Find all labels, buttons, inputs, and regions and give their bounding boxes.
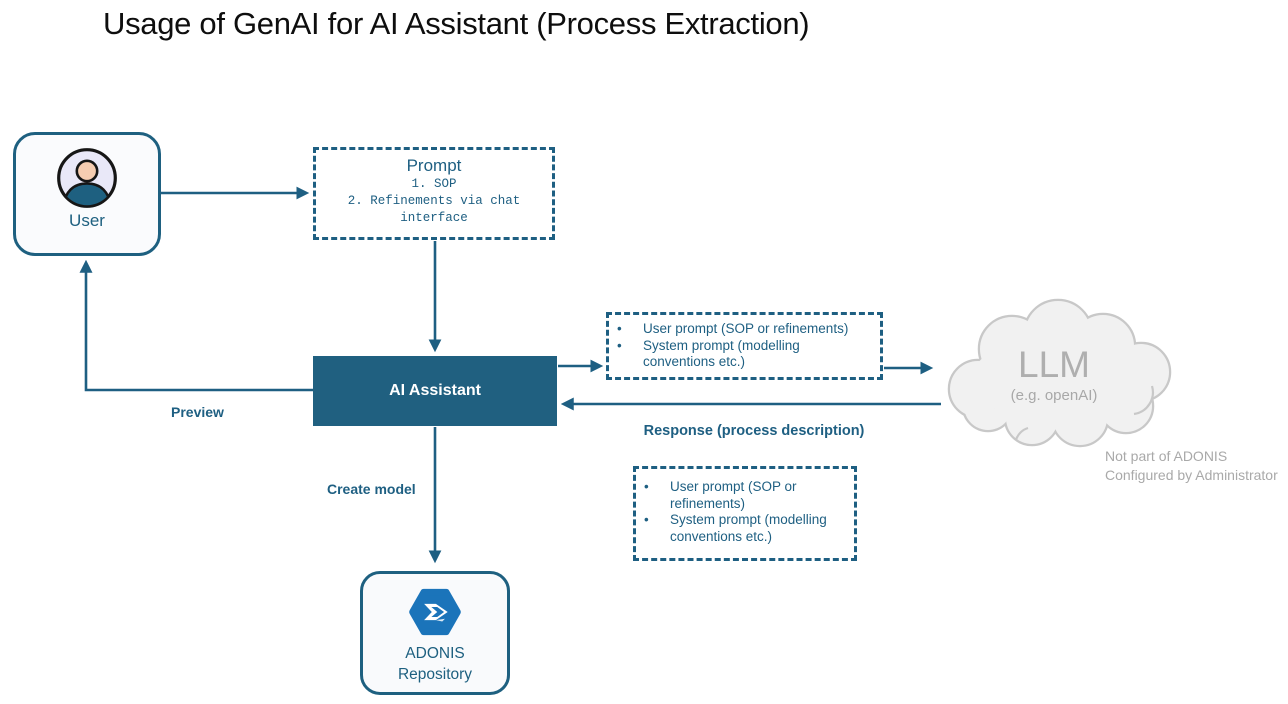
- llm-sublabel: (e.g. openAI): [1011, 387, 1098, 404]
- create-model-edge-label: Create model: [327, 481, 416, 497]
- llm-note-line-2: Configured by Administrator: [1105, 466, 1278, 483]
- request-bullet-2: System prompt (modelling conventions etc…: [643, 337, 800, 370]
- adonis-label-line-1: ADONIS: [405, 645, 465, 662]
- bullet-dot: •: [617, 337, 622, 353]
- response-edge-label: Response (process description): [643, 423, 865, 439]
- prompt-box: Prompt 1. SOP 2. Refinements via chat in…: [313, 147, 555, 240]
- llm-cloud-shape: LLM (e.g. openAI): [947, 298, 1172, 448]
- user-node-label: User: [69, 211, 105, 230]
- user-node: User: [13, 132, 161, 256]
- bullet-item: • User prompt (SOP or refinements): [640, 479, 848, 512]
- preview-edge-label: Preview: [171, 404, 224, 420]
- prompt-box-item-2: 2. Refinements via chat interface: [347, 194, 521, 225]
- llm-label: LLM: [1018, 344, 1090, 385]
- page-title: Usage of GenAI for AI Assistant (Process…: [103, 6, 810, 41]
- adonis-repository-label: ADONIS Repository: [398, 643, 472, 685]
- bullet-item: • System prompt (modelling conventions e…: [613, 338, 874, 371]
- bullet-item: • System prompt (modelling conventions e…: [640, 512, 848, 545]
- connector-ai-to-user-preview: [79, 259, 313, 392]
- prompt-box-title: Prompt: [406, 156, 462, 175]
- user-avatar-icon: [57, 148, 117, 208]
- llm-note: Not part of ADONIS Configured by Adminis…: [1105, 447, 1278, 484]
- adonis-repository-node: ADONIS Repository: [360, 571, 510, 695]
- ai-assistant-node: AI Assistant: [313, 356, 557, 426]
- detail-bullet-1: User prompt (SOP or refinements): [670, 479, 797, 511]
- request-prompt-box: • User prompt (SOP or refinements) • Sys…: [606, 312, 883, 380]
- bullet-item: • User prompt (SOP or refinements): [613, 321, 874, 338]
- detail-prompt-box: • User prompt (SOP or refinements) • Sys…: [633, 466, 857, 561]
- ai-assistant-label: AI Assistant: [389, 382, 481, 399]
- llm-note-line-1: Not part of ADONIS: [1105, 448, 1228, 464]
- detail-bullet-2: System prompt (modelling conventions etc…: [670, 512, 827, 544]
- prompt-box-item-1: 1. SOP: [411, 177, 457, 191]
- adonis-hexagon-icon: [409, 588, 461, 636]
- request-bullet-1: User prompt (SOP or refinements): [643, 321, 849, 336]
- bullet-dot: •: [617, 321, 622, 336]
- bullet-dot: •: [644, 512, 649, 527]
- adonis-label-line-2: Repository: [397, 666, 473, 683]
- bullet-dot: •: [644, 479, 649, 494]
